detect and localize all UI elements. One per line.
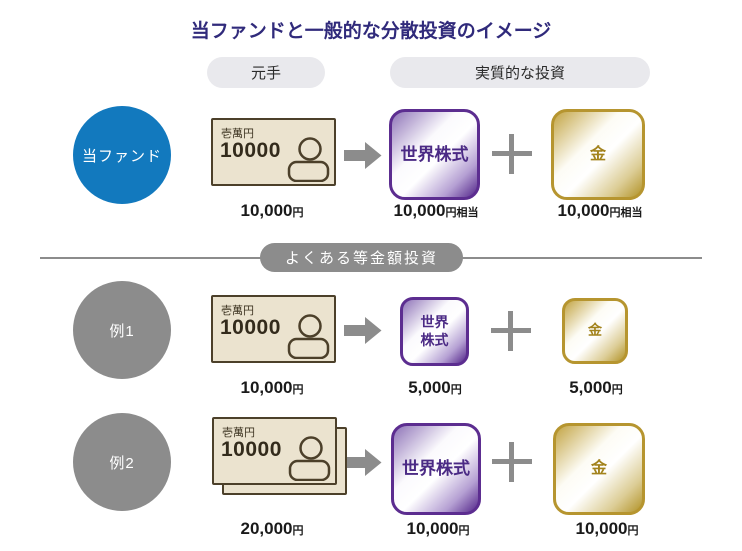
example2-circle-badge: 例2 — [73, 413, 171, 511]
plus-icon — [492, 134, 532, 174]
person-icon — [288, 436, 331, 481]
person-icon — [287, 137, 330, 182]
example1-label: 例1 — [109, 322, 135, 340]
world-equity-box: 世界 株式 — [400, 297, 469, 366]
world-equity-box: 世界株式 — [391, 423, 481, 515]
gold-box: 金 — [553, 423, 645, 515]
divider-pill: よくある等金額投資 — [260, 243, 463, 272]
plus-icon — [491, 311, 531, 351]
world-equity-box: 世界株式 — [389, 109, 480, 200]
banknote: 壱萬円 10000 — [211, 295, 336, 363]
gold-label: 金 — [589, 145, 606, 163]
arrow-right-icon — [344, 142, 382, 169]
banknote-number: 10000 — [220, 316, 281, 339]
world-equity-label: 世界株式 — [400, 144, 469, 164]
gold-label: 金 — [588, 322, 602, 339]
principal-amount-label: 20,000円 — [240, 519, 304, 538]
banknote-number: 10000 — [220, 139, 281, 162]
banknote: 壱萬円 10000 — [212, 417, 337, 485]
world-equity-label: 世界 — [420, 314, 449, 330]
world-equity-label: 世界株式 — [402, 459, 470, 479]
banknote: 壱萬円 10000 — [211, 118, 336, 186]
fund-circle-label: 当ファンド — [81, 147, 162, 165]
person-icon — [287, 314, 330, 359]
gold-box: 金 — [551, 109, 645, 200]
banknote-denomination: 壱萬円 — [222, 427, 255, 439]
header-pill-principal: 元手 — [207, 57, 325, 88]
example1-circle-badge: 例1 — [73, 281, 171, 379]
equity-amount-label: 5,000円 — [408, 378, 462, 397]
gold-amount-label: 5,000円 — [569, 378, 623, 397]
gold-amount-label: 10,000円 — [575, 519, 639, 538]
gold-label: 金 — [590, 460, 607, 477]
arrow-right-icon — [344, 449, 382, 476]
header-pill-real-investment: 実質的な投資 — [390, 57, 650, 88]
principal-amount-label: 10,000円 — [240, 378, 304, 397]
plus-icon — [492, 442, 532, 482]
principal-amount-label: 10,000円 — [240, 201, 304, 220]
gold-amount-label: 10,000円相当 — [557, 201, 643, 220]
arrow-right-icon — [344, 317, 382, 344]
banknote-number: 10000 — [221, 438, 282, 461]
banknote-denomination: 壱萬円 — [221, 305, 254, 317]
equity-amount-label: 10,000円相当 — [393, 201, 479, 220]
example2-label: 例2 — [109, 454, 135, 472]
page-title: 当ファンドと一般的な分散投資のイメージ — [190, 21, 552, 42]
fund-circle-badge: 当ファンド — [73, 106, 171, 204]
gold-box: 金 — [562, 298, 628, 364]
banknote-denomination: 壱萬円 — [221, 128, 254, 140]
equity-amount-label: 10,000円 — [406, 519, 470, 538]
